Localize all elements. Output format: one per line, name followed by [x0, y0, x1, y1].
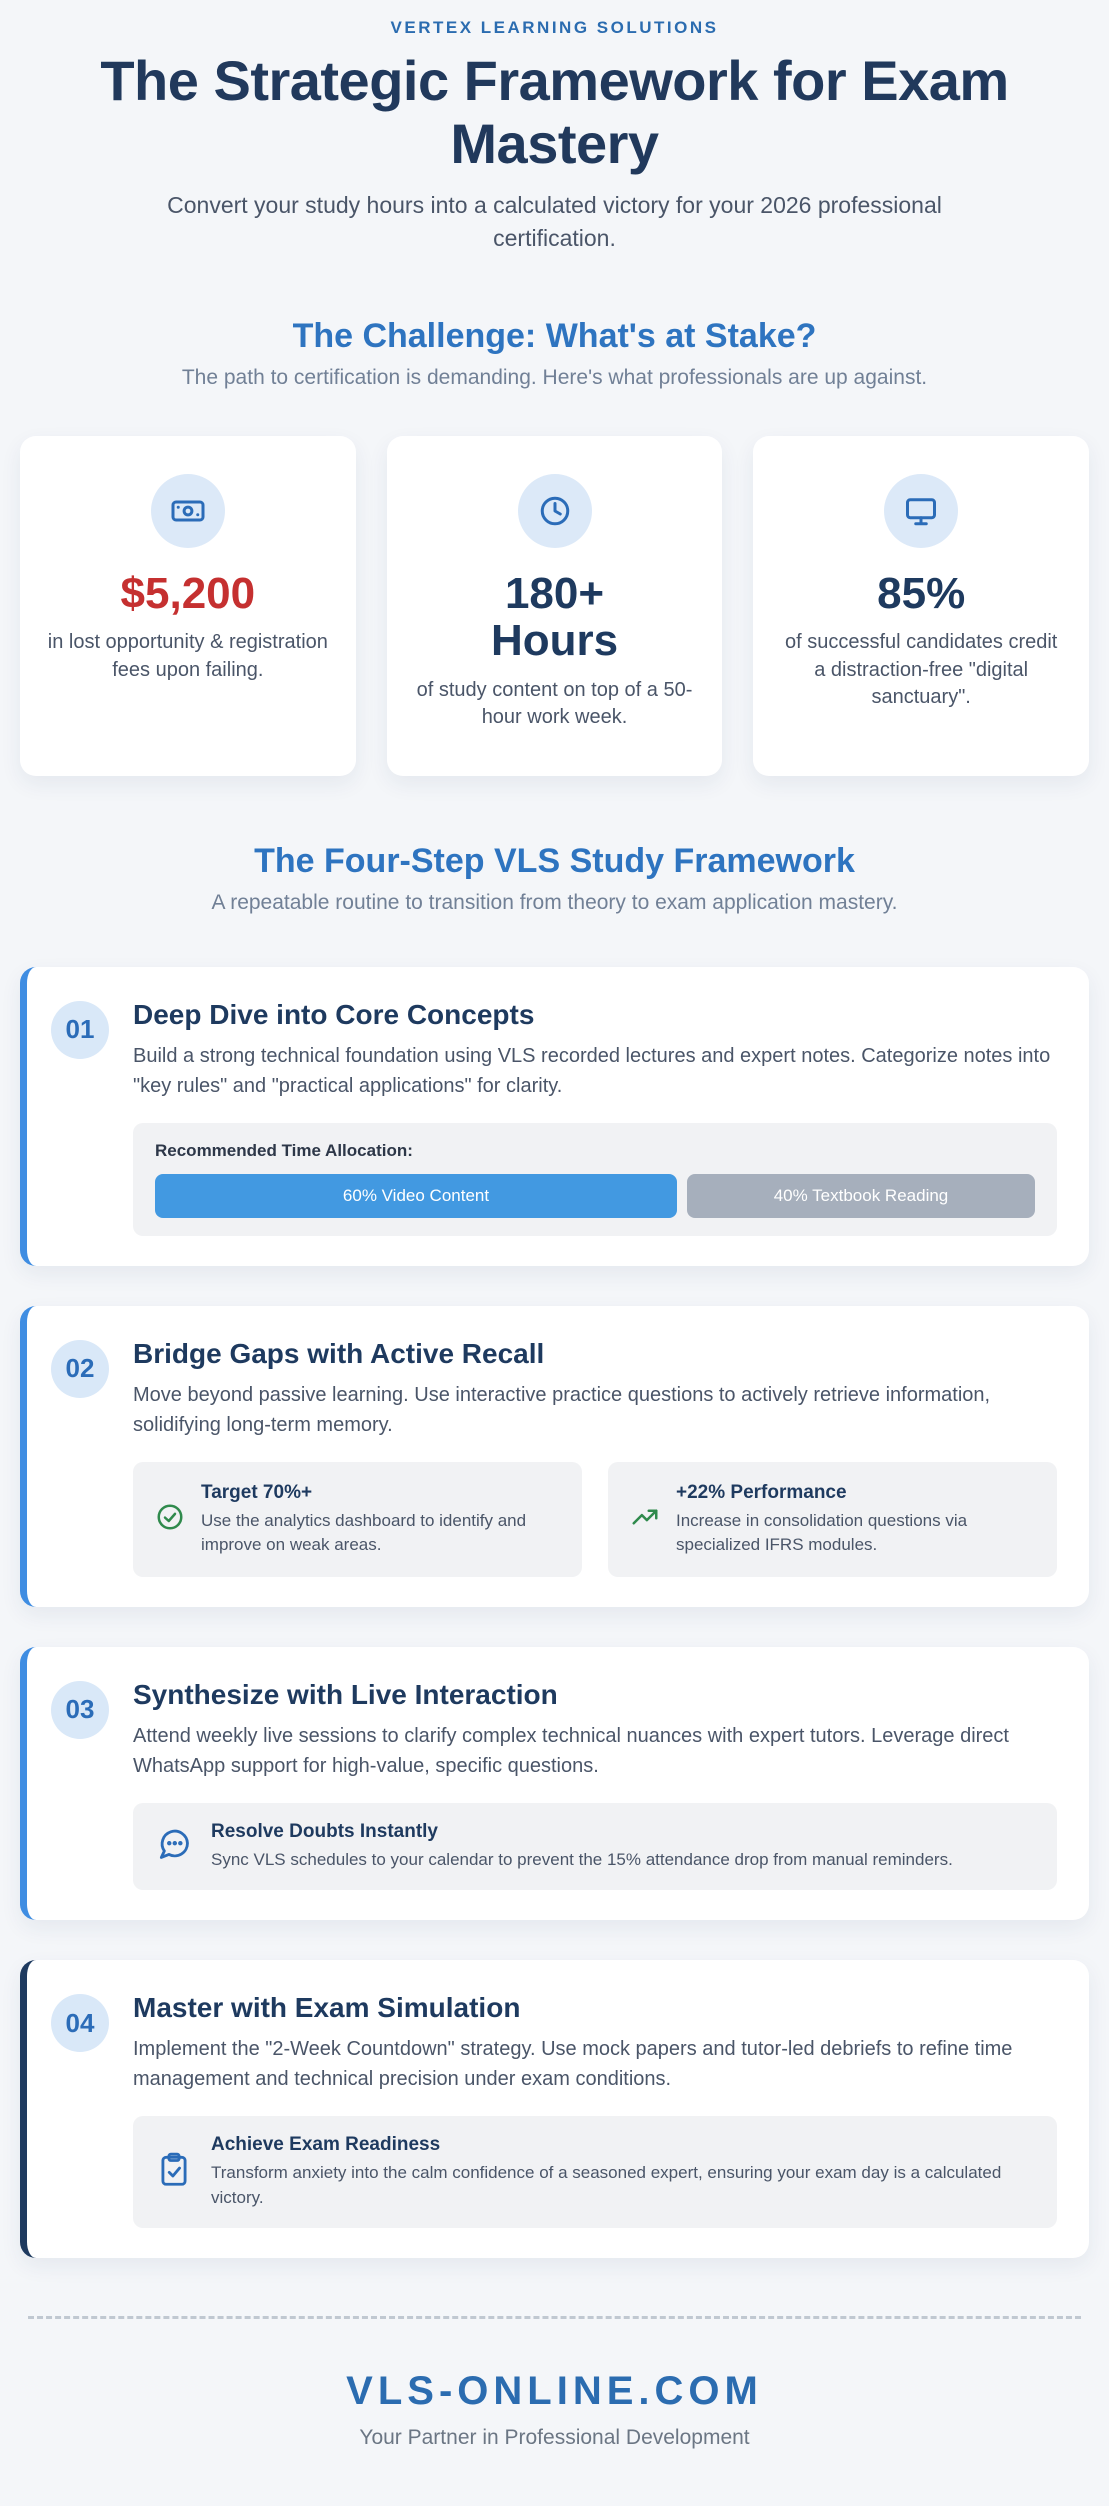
framework-steps: 01 Deep Dive into Core Concepts Build a … — [20, 966, 1089, 2259]
step-2-body: Move beyond passive learning. Use intera… — [133, 1383, 991, 1436]
step-3-body: Attend weekly live sessions to clarify c… — [133, 1724, 1009, 1777]
step-1-number-badge: 01 — [51, 1000, 109, 1059]
highlight-performance-text: +22% Performance Increase in consolidati… — [676, 1482, 1035, 1557]
stat-card-hours: 180+ Hours of study content on top of a … — [386, 435, 723, 776]
challenge-section: The Challenge: What's at Stake? The path… — [20, 317, 1090, 776]
footer-site-name: VLS-ONLINE.COM — [346, 2369, 763, 2414]
challenge-heading-block: The Challenge: What's at Stake? The path… — [20, 317, 1089, 390]
allocation-segment-video: 60% Video Content — [155, 1173, 677, 1218]
time-allocation-bar: 60% Video Content 40% Textbook Reading — [155, 1173, 1035, 1218]
highlight-target-desc: Use the analytics dashboard to identify … — [201, 1510, 527, 1554]
highlight-target-text: Target 70%+ Use the analytics dashboard … — [201, 1482, 560, 1557]
stat-desc-hours: of study content on top of a 50-hour wor… — [416, 678, 693, 729]
challenge-subheading: The path to certification is demanding. … — [181, 365, 928, 389]
step-1-title: Deep Dive into Core Concepts — [133, 998, 535, 1030]
highlight-target-title: Target 70%+ — [201, 1481, 313, 1503]
step-4-text: Master with Exam Simulation Implement th… — [133, 1990, 1057, 2094]
hero-section: VERTEX LEARNING SOLUTIONS The Strategic … — [20, 16, 1089, 255]
stat-value-sanctuary: 85% — [877, 568, 966, 618]
step-4-body: Implement the "2-Week Countdown" strateg… — [133, 2038, 1013, 2091]
time-allocation-box: Recommended Time Allocation: 60% Video C… — [133, 1122, 1057, 1236]
stat-desc-sanctuary: of successful candidates credit a distra… — [784, 631, 1058, 709]
step-3-callout-title: Resolve Doubts Instantly — [211, 1820, 438, 1842]
highlight-performance: +22% Performance Increase in consolidati… — [608, 1461, 1057, 1577]
step-4-callout-desc: Transform anxiety into the calm confiden… — [211, 2163, 1002, 2207]
step-4-header: 04 Master with Exam Simulation Implement… — [51, 1990, 1057, 2094]
trend-up-icon — [630, 1502, 660, 1537]
step-2-title: Bridge Gaps with Active Recall — [133, 1337, 545, 1369]
highlight-target: Target 70%+ Use the analytics dashboard … — [133, 1461, 582, 1577]
monitor-icon — [884, 473, 959, 548]
step-card-1: 01 Deep Dive into Core Concepts Build a … — [20, 966, 1089, 1266]
step-2-text: Bridge Gaps with Active Recall Move beyo… — [133, 1336, 1057, 1440]
step-2-header: 02 Bridge Gaps with Active Recall Move b… — [51, 1336, 1057, 1440]
step-3-text: Synthesize with Live Interaction Attend … — [133, 1677, 1057, 1781]
stat-card-cost: $5,200 in lost opportunity & registratio… — [20, 435, 356, 776]
footer: VLS-ONLINE.COM Your Partner in Professio… — [28, 2316, 1081, 2450]
step-3-callout-desc: Sync VLS schedules to your calendar to p… — [211, 1849, 953, 1869]
money-icon — [150, 473, 225, 548]
step-2-number-badge: 02 — [51, 1339, 109, 1398]
challenge-heading: The Challenge: What's at Stake? — [292, 316, 817, 355]
step-1-header: 01 Deep Dive into Core Concepts Build a … — [51, 997, 1057, 1101]
stat-desc-cost: in lost opportunity & registration fees … — [47, 631, 328, 681]
step-2-highlights: Target 70%+ Use the analytics dashboard … — [133, 1461, 1057, 1577]
step-4-number-badge: 04 — [51, 1994, 109, 2053]
step-1-body: Build a strong technical foundation usin… — [133, 1044, 1051, 1097]
step-4-callout: Achieve Exam Readiness Transform anxiety… — [133, 2116, 1057, 2229]
page-subtitle: Convert your study hours into a calculat… — [167, 192, 942, 252]
clipboard-check-icon — [155, 2151, 193, 2194]
allocation-segment-textbook: 40% Textbook Reading — [687, 1173, 1035, 1218]
framework-subheading: A repeatable routine to transition from … — [211, 890, 898, 914]
highlight-performance-title: +22% Performance — [676, 1481, 847, 1503]
step-3-callout: Resolve Doubts Instantly Sync VLS schedu… — [133, 1802, 1057, 1891]
check-circle-icon — [155, 1502, 185, 1537]
stat-cards-row: $5,200 in lost opportunity & registratio… — [20, 435, 1090, 776]
step-4-title: Master with Exam Simulation — [133, 1992, 521, 2024]
step-3-header: 03 Synthesize with Live Interaction Atte… — [51, 1677, 1057, 1781]
time-allocation-label: Recommended Time Allocation: — [155, 1140, 413, 1160]
stat-value-hours: 180+ Hours — [490, 568, 619, 666]
step-card-3: 03 Synthesize with Live Interaction Atte… — [20, 1646, 1089, 1921]
stat-value-cost: $5,200 — [120, 568, 256, 618]
footer-tagline: Your Partner in Professional Development — [359, 2426, 750, 2450]
chat-bubble-icon — [155, 1825, 193, 1868]
step-card-4: 04 Master with Exam Simulation Implement… — [20, 1960, 1089, 2259]
step-3-title: Synthesize with Live Interaction — [133, 1678, 558, 1710]
brand-name: VERTEX LEARNING SOLUTIONS — [390, 18, 719, 37]
highlight-performance-desc: Increase in consolidation questions via … — [676, 1510, 968, 1554]
step-4-callout-title: Achieve Exam Readiness — [211, 2134, 441, 2156]
step-3-callout-text: Resolve Doubts Instantly Sync VLS schedu… — [211, 1821, 953, 1873]
framework-heading-block: The Four-Step VLS Study Framework A repe… — [20, 842, 1089, 915]
step-4-callout-text: Achieve Exam Readiness Transform anxiety… — [211, 2134, 1035, 2210]
framework-section: The Four-Step VLS Study Framework A repe… — [20, 842, 1089, 2259]
step-1-text: Deep Dive into Core Concepts Build a str… — [133, 997, 1057, 1101]
step-3-number-badge: 03 — [51, 1680, 109, 1739]
page-title: The Strategic Framework for Exam Mastery — [100, 49, 1009, 175]
clock-icon — [517, 473, 592, 548]
framework-heading: The Four-Step VLS Study Framework — [254, 841, 855, 880]
stat-card-sanctuary: 85% of successful candidates credit a di… — [753, 435, 1090, 776]
step-card-2: 02 Bridge Gaps with Active Recall Move b… — [20, 1305, 1089, 1607]
